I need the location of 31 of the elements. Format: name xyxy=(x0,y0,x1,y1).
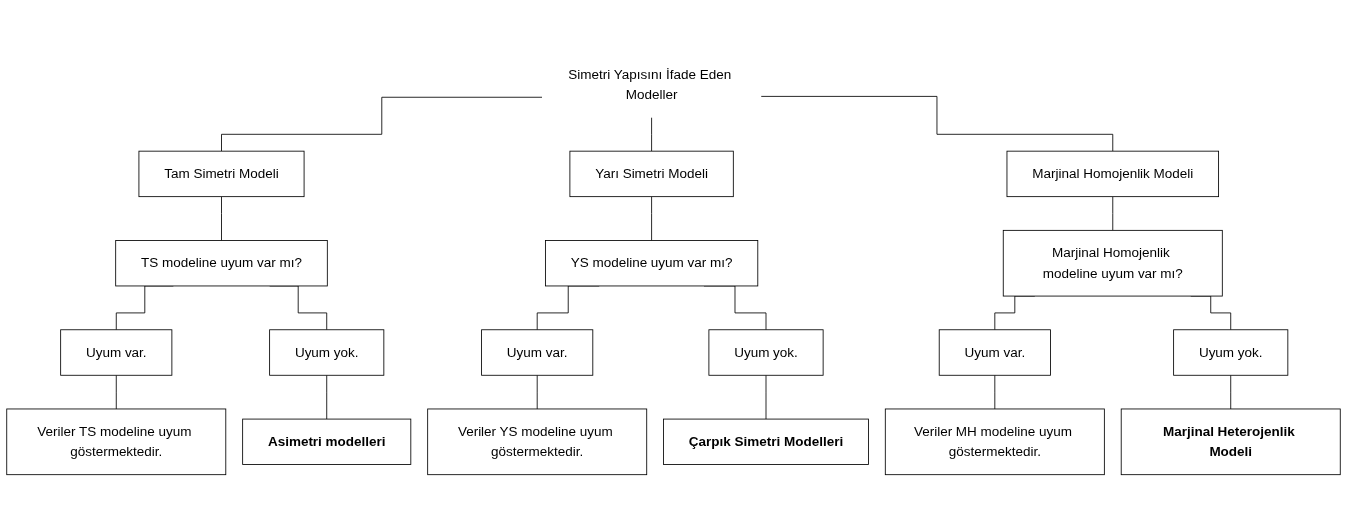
node-box: Veriler TS modeline uyum göstermektedir. xyxy=(6,408,227,476)
connector xyxy=(765,375,767,420)
node-box: Marjinal Homojenlik Modeli xyxy=(1006,151,1219,198)
node-box: Uyum var. xyxy=(60,329,173,376)
connector xyxy=(536,375,538,410)
connector xyxy=(221,97,543,152)
node-box: Uyum var. xyxy=(481,329,594,376)
node-box: Uyum yok. xyxy=(708,329,824,376)
node-box: YS modeline uyum var mı? xyxy=(545,240,759,287)
node-box: Uyum yok. xyxy=(269,329,385,376)
node-box: Asimetri modelleri xyxy=(242,418,412,466)
node-box: Marjinal Homojenlik modeline uyum var mı? xyxy=(1002,230,1223,297)
connector xyxy=(221,196,222,242)
connector xyxy=(760,96,1114,152)
node-box: Yarı Simetri Modeli xyxy=(569,151,734,198)
node-box: Uyum var. xyxy=(938,329,1051,376)
node-box: Veriler MH modeline uyum göstermektedir. xyxy=(884,408,1105,476)
node-box: TS modeline uyum var mı? xyxy=(115,240,328,287)
node-box: Veriler YS modeline uyum göstermektedir. xyxy=(427,408,648,476)
node-box: Uyum yok. xyxy=(1173,329,1289,376)
connector xyxy=(115,375,117,410)
node-box: Marjinal Heterojenlik Modeli xyxy=(1120,408,1341,476)
connector xyxy=(651,117,652,152)
node-box: Çarpık Simetri Modelleri xyxy=(663,418,869,466)
connector xyxy=(326,375,328,420)
node-text: Simetri Yapısını İfade Eden Modeller xyxy=(568,67,732,102)
node-box: Tam Simetri Modeli xyxy=(138,151,305,198)
connector xyxy=(1230,375,1232,410)
connector xyxy=(1112,196,1114,232)
connector xyxy=(651,196,652,242)
connector xyxy=(994,375,996,410)
